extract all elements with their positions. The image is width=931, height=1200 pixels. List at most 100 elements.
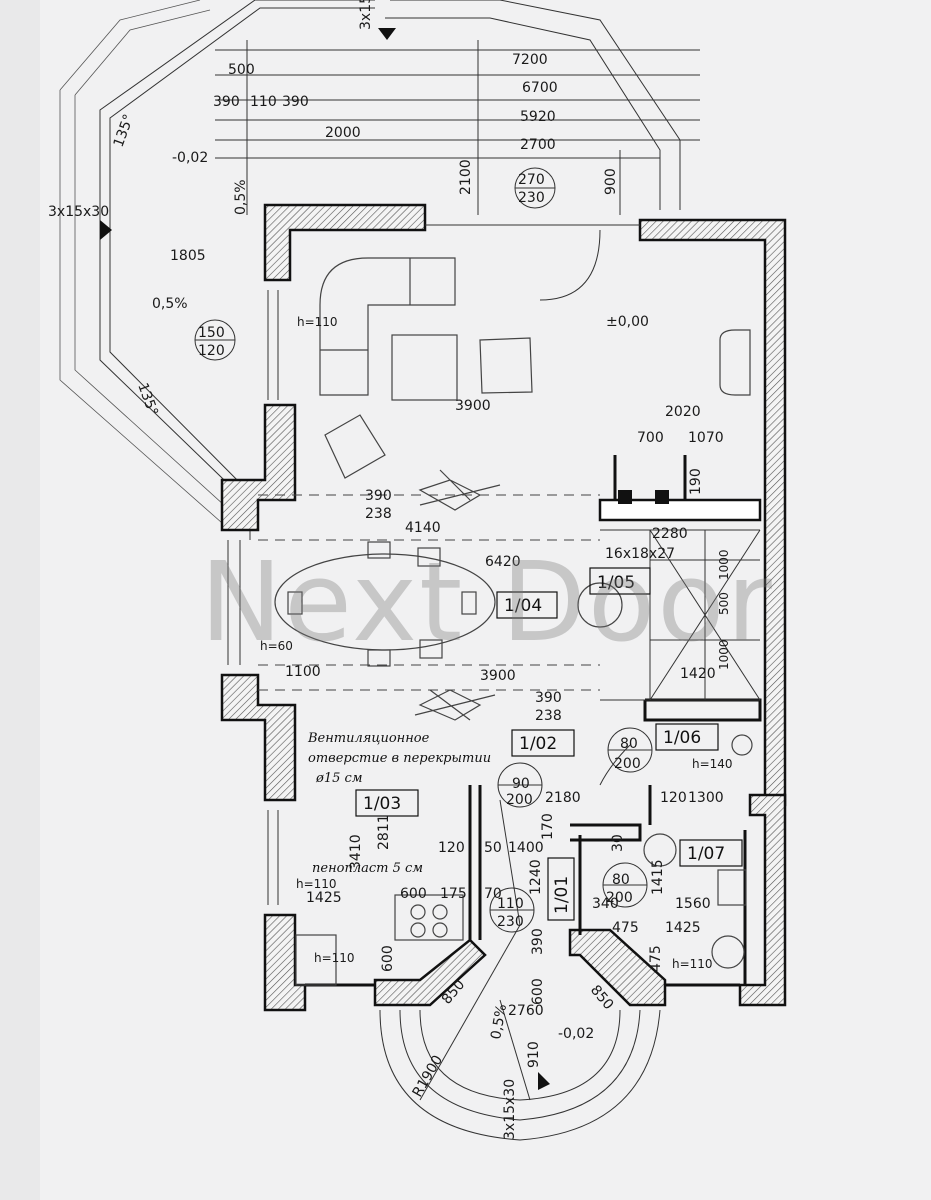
height-110-left: h=110 bbox=[296, 877, 337, 891]
dim-390a: 390 bbox=[213, 94, 240, 110]
room-tag-104: 1/04 bbox=[504, 596, 542, 616]
dim-4140: 4140 bbox=[405, 520, 441, 536]
room-tag-box-105 bbox=[589, 567, 651, 595]
height-60: h=60 bbox=[260, 639, 293, 653]
furniture bbox=[274, 257, 753, 986]
dim-190: 190 bbox=[688, 468, 704, 495]
dim-910: 910 bbox=[526, 1041, 542, 1068]
entrance-steps bbox=[379, 229, 661, 1141]
dim-475a: 475 bbox=[612, 920, 639, 936]
dim-1415: 1415 bbox=[650, 859, 666, 895]
foam-note: пенопласт 5 см bbox=[312, 861, 423, 876]
top-dimension-lines bbox=[215, 40, 700, 215]
vent-note-line3: ø15 см bbox=[315, 771, 363, 786]
arrow-icon-bottom bbox=[538, 1072, 550, 1090]
dim-6700: 6700 bbox=[522, 80, 558, 96]
vent-note-line1: Вентиляционное bbox=[307, 731, 430, 746]
dim-500: 500 bbox=[228, 62, 255, 78]
stairs-label-top: 3x15x30 bbox=[358, 0, 374, 30]
room-tag-101: 1/01 bbox=[552, 876, 572, 914]
inner-staircase bbox=[600, 490, 761, 701]
room-tag-box-106 bbox=[655, 723, 719, 751]
dim-2280: 2280 bbox=[652, 526, 688, 542]
door-80b-width: 80 bbox=[612, 872, 630, 888]
dim-600a: 600 bbox=[400, 886, 427, 902]
dim-1420: 1420 bbox=[680, 666, 716, 682]
dim-3900-mid: 3900 bbox=[480, 668, 516, 684]
room-tag-box-103 bbox=[355, 789, 419, 817]
dim-1425a: 1425 bbox=[306, 890, 342, 906]
door-80b-height: 200 bbox=[606, 890, 633, 906]
dim-2811: 2811 bbox=[376, 814, 392, 850]
door-90-height: 200 bbox=[506, 792, 533, 808]
arrow-icon-left bbox=[100, 220, 112, 240]
dim-1240: 1240 bbox=[528, 859, 544, 895]
dim-1400: 1400 bbox=[508, 840, 544, 856]
door-90-width: 90 bbox=[512, 776, 530, 792]
dim-50: 50 bbox=[484, 840, 502, 856]
dim-900: 900 bbox=[603, 168, 619, 195]
dim-2700: 2700 bbox=[520, 137, 556, 153]
room-tag-107: 1/07 bbox=[687, 844, 725, 864]
dim-475b: 475 bbox=[648, 945, 664, 972]
window-top-height: 230 bbox=[518, 190, 545, 206]
dim-120a: 120 bbox=[660, 790, 687, 806]
window-top-width: 270 bbox=[518, 172, 545, 188]
dim-2760: 2760 bbox=[508, 1003, 544, 1019]
stairs-label-bottom: 3x15x30 bbox=[502, 1079, 518, 1140]
room-tag-102: 1/02 bbox=[519, 734, 557, 754]
dim-1425b: 1425 bbox=[665, 920, 701, 936]
dim-170: 170 bbox=[540, 813, 556, 840]
dim-390b: 390 bbox=[282, 94, 309, 110]
dim-70: 70 bbox=[484, 886, 502, 902]
dim-110: 110 bbox=[250, 94, 277, 110]
dim-500s: 500 bbox=[717, 592, 731, 615]
stairs-inner: 16x18x27 bbox=[605, 546, 675, 562]
room-tag-box-104 bbox=[496, 591, 558, 619]
dashed-lines bbox=[258, 494, 600, 691]
dim-175: 175 bbox=[440, 886, 467, 902]
dim-2000: 2000 bbox=[325, 125, 361, 141]
dim-1100: 1100 bbox=[285, 664, 321, 680]
door-80-width: 80 bbox=[620, 736, 638, 752]
height-110-top: h=110 bbox=[297, 315, 338, 329]
dim-2180: 2180 bbox=[545, 790, 581, 806]
door-110-height: 230 bbox=[497, 914, 524, 930]
stairs-label-left: 3x15x30 bbox=[48, 204, 109, 220]
dim-390c: 390 bbox=[530, 928, 546, 955]
level-zero: ±0,00 bbox=[606, 314, 649, 330]
dim-30: 30 bbox=[610, 834, 626, 852]
watermark: Next Door bbox=[200, 538, 774, 666]
interior-walls bbox=[227, 224, 762, 987]
size-238-b: 238 bbox=[535, 708, 562, 724]
dim-1805: 1805 bbox=[170, 248, 206, 264]
level-top: -0,02 bbox=[172, 150, 208, 166]
room-tag-103: 1/03 bbox=[363, 794, 401, 814]
dim-5920: 5920 bbox=[520, 109, 556, 125]
slope-bottom: 0,5% bbox=[488, 1003, 510, 1041]
window-left-height: 120 bbox=[198, 343, 225, 359]
window-markers bbox=[194, 167, 653, 933]
dim-3900-top: 3900 bbox=[455, 398, 491, 414]
vent-note-line2: отверстие в перекрытии bbox=[308, 751, 491, 766]
dim-1300: 1300 bbox=[688, 790, 724, 806]
door-80-height: 200 bbox=[614, 756, 641, 772]
room-tag-box-102 bbox=[511, 729, 575, 757]
dim-1560: 1560 bbox=[675, 896, 711, 912]
dim-1070: 1070 bbox=[688, 430, 724, 446]
dim-6420: 6420 bbox=[485, 554, 521, 570]
dim-3410: 3410 bbox=[348, 834, 364, 870]
arrow-icon-top bbox=[378, 28, 396, 40]
slope-left: 0,5% bbox=[152, 296, 188, 312]
room-tag-106: 1/06 bbox=[663, 728, 701, 748]
height-140: h=140 bbox=[692, 757, 733, 771]
window-left-width: 150 bbox=[198, 325, 225, 341]
door-110-width: 110 bbox=[497, 896, 524, 912]
dim-600b: 600 bbox=[380, 945, 396, 972]
dim-2020: 2020 bbox=[665, 404, 701, 420]
dim-2100: 2100 bbox=[458, 159, 474, 195]
room-tag-105: 1/05 bbox=[597, 573, 635, 593]
size-390-a: 390 bbox=[365, 488, 392, 504]
size-390-b: 390 bbox=[535, 690, 562, 706]
